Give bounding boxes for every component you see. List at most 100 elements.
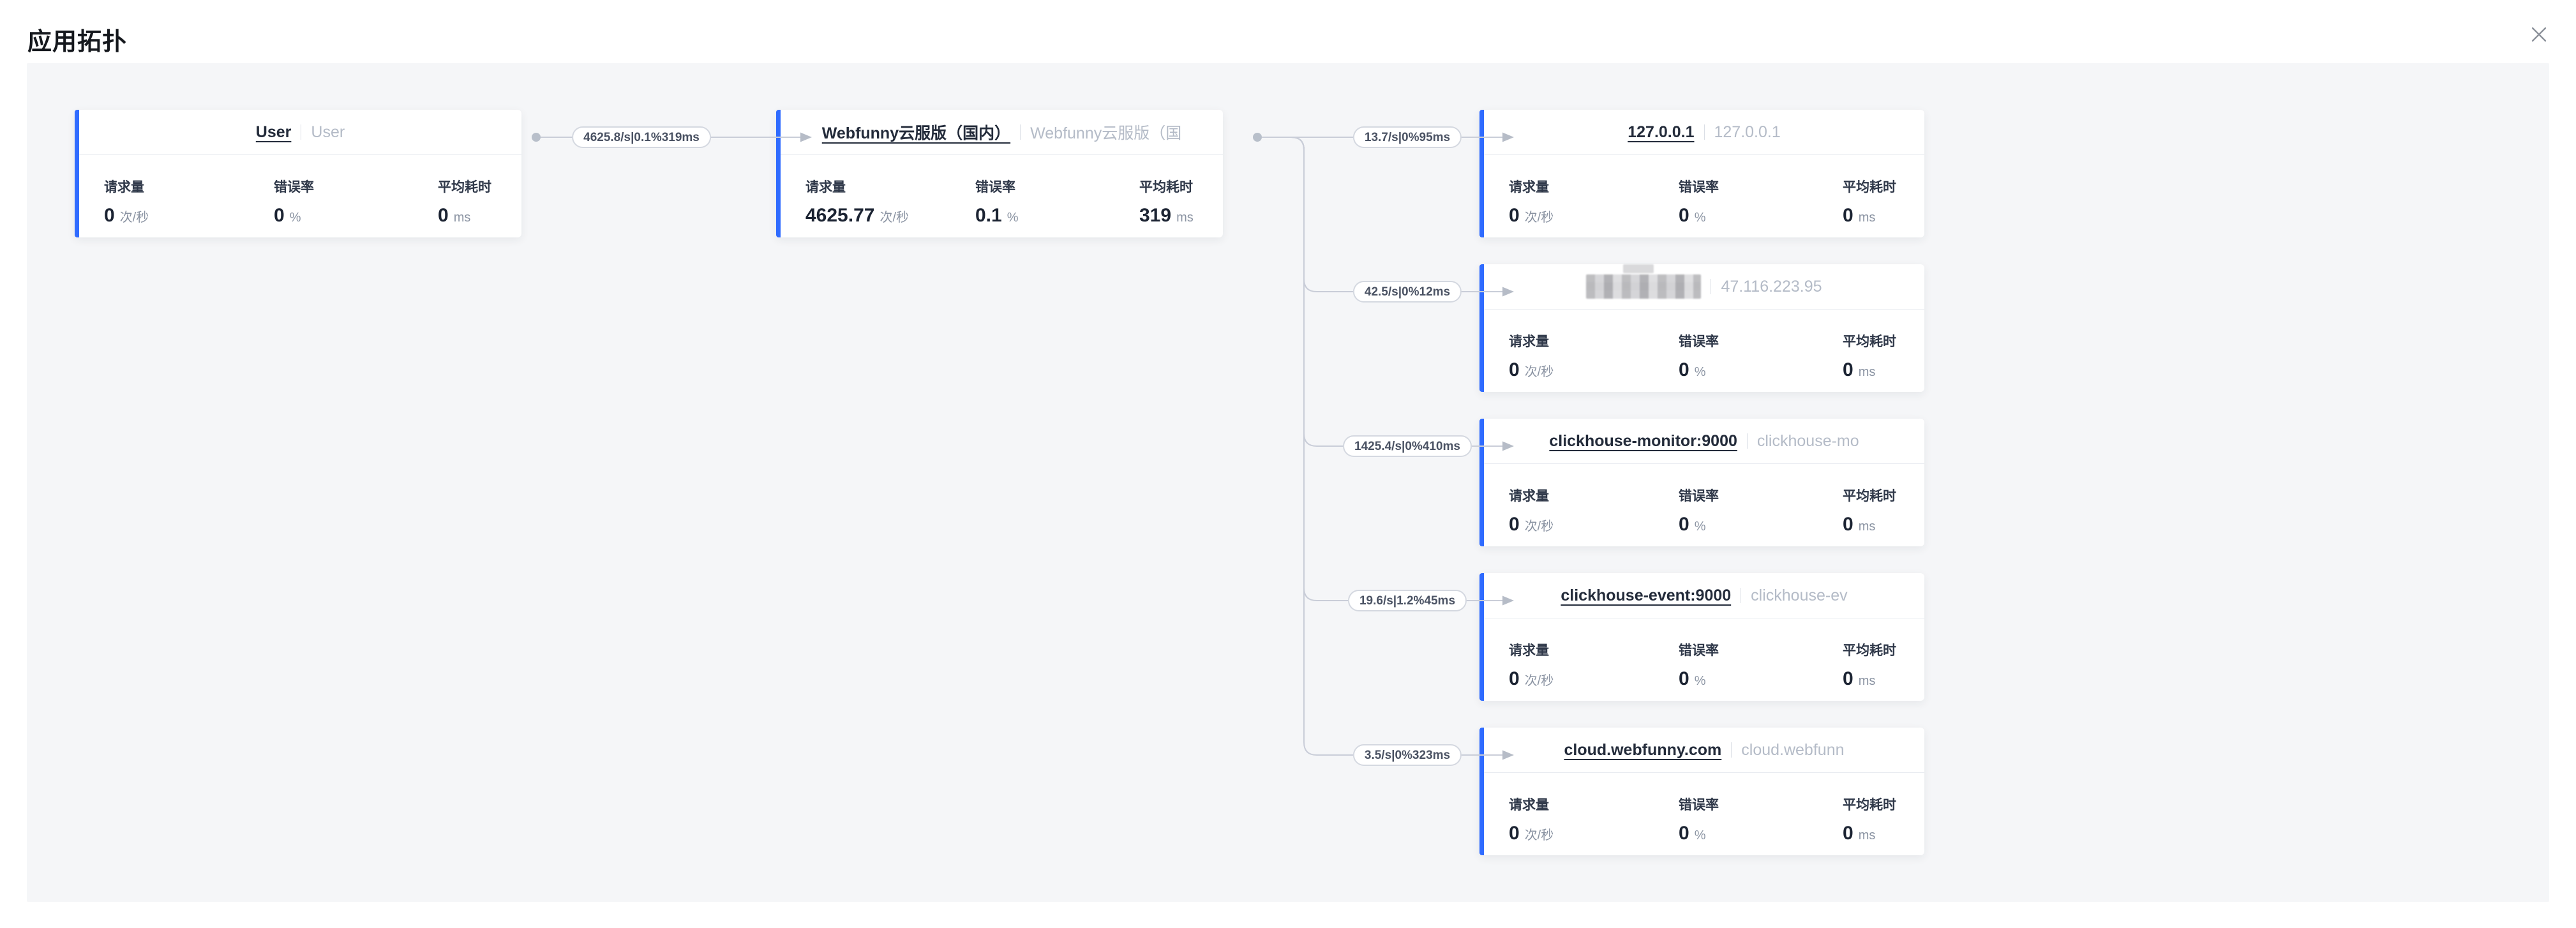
metric-value: 4625.77 [805,205,875,226]
metric-unit: 次/秒 [1524,211,1554,225]
metric-label: 错误率 [1679,334,1719,349]
node-card-clickhouse-event[interactable]: clickhouse-event:9000 clickhouse-ev 请求量 … [1479,573,1924,701]
metric-unit: ms [1858,828,1876,842]
node-title-row: 47.116.223.95 [1479,264,1924,310]
metric-unit: % [1007,211,1019,225]
node-name-link[interactable]: 127.0.0.1 [1628,123,1695,141]
metric-error-rate: 错误率 0% [1679,640,1843,690]
metric-label: 平均耗时 [1139,180,1193,195]
node-alias: User [311,123,345,141]
node-accent-bar [1479,110,1484,237]
metric-value: 0.1 [975,205,1002,226]
metric-unit: % [289,211,301,225]
title-divider [1746,433,1748,449]
metric-value: 0 [1509,514,1520,535]
metric-value: 0 [1679,668,1689,689]
metric-label: 平均耗时 [1843,489,1896,504]
metric-label: 错误率 [975,180,1015,195]
metric-label: 平均耗时 [438,180,491,195]
node-title-row: Webfunny云服版（国内） Webfunny云服版（国 [776,110,1223,155]
metric-error-rate: 错误率 0% [1679,177,1843,227]
title-divider [1731,742,1732,758]
title-divider [1020,124,1021,140]
metric-label: 平均耗时 [1843,334,1896,349]
metric-value: 0 [1843,359,1853,380]
metric-value: 0 [104,205,115,226]
metric-avg-time: 平均耗时 0 ms [1843,331,1912,381]
node-name-link[interactable]: cloud.webfunny.com [1564,740,1722,759]
metric-label: 错误率 [1679,643,1719,658]
node-title-row: User User [75,110,521,155]
metric-label: 请求量 [805,180,846,195]
metric-unit: % [1694,520,1706,534]
metric-value: 319 [1139,205,1172,226]
metric-unit: 次/秒 [1524,674,1554,688]
metric-unit: 次/秒 [1524,828,1554,842]
node-accent-bar [1479,728,1484,855]
metric-label: 请求量 [1509,489,1549,504]
node-name-link[interactable]: clickhouse-monitor:9000 [1549,431,1737,450]
node-accent-bar [776,110,781,237]
metric-value: 0 [1843,823,1853,844]
metric-label: 请求量 [104,180,144,195]
node-alias: cloud.webfunn [1741,740,1845,759]
edge-label-pill: 1425.4/s|0%410ms [1343,435,1472,457]
node-card-clickhouse-monitor[interactable]: clickhouse-monitor:9000 clickhouse-mo 请求… [1479,419,1924,546]
metric-unit: 次/秒 [119,211,149,225]
node-title-row: 127.0.0.1 127.0.0.1 [1479,110,1924,155]
node-alias: 47.116.223.95 [1721,277,1822,296]
metric-error-rate: 错误率 0% [274,177,438,227]
node-accent-bar [1479,419,1484,546]
node-alias: Webfunny云服版（国 [1030,124,1182,142]
node-title-row: clickhouse-event:9000 clickhouse-ev [1479,573,1924,618]
node-card-webfunny-app[interactable]: Webfunny云服版（国内） Webfunny云服版（国 请求量 4625.7… [776,110,1223,237]
node-name-link[interactable]: User [255,123,292,141]
metric-unit: ms [1858,674,1876,688]
node-accent-bar [1479,264,1484,392]
node-name-link[interactable]: Webfunny云服版（国内） [821,124,1011,142]
metric-value: 0 [1843,514,1853,535]
metric-unit: % [1694,828,1706,842]
metric-label: 请求量 [1509,643,1549,658]
metric-error-rate: 错误率 0% [1679,331,1843,381]
censored-node-name [1586,264,1702,299]
node-alias: 127.0.0.1 [1714,123,1781,141]
metric-value: 0 [1679,823,1689,844]
node-name-link[interactable]: clickhouse-event:9000 [1561,586,1732,604]
node-title-row: clickhouse-monitor:9000 clickhouse-mo [1479,419,1924,464]
metric-error-rate: 错误率 0% [1679,795,1843,844]
metric-unit: % [1694,674,1706,688]
close-button[interactable] [2527,23,2550,46]
node-alias: clickhouse-ev [1751,586,1848,604]
metric-error-rate: 错误率 0.1% [975,177,1139,227]
metric-value: 0 [274,205,285,226]
metric-value: 0 [1843,668,1853,689]
metric-unit: ms [1858,365,1876,379]
metric-requests: 请求量 0 次/秒 [104,177,274,227]
metric-value: 0 [1679,514,1689,535]
metric-value: 0 [1679,205,1689,226]
metric-unit: ms [453,211,471,225]
edge-label-pill: 4625.8/s|0.1%319ms [572,126,711,148]
metric-label: 平均耗时 [1843,643,1896,658]
metric-unit: 次/秒 [1524,520,1554,534]
metric-label: 请求量 [1509,334,1549,349]
page-title: 应用拓扑 [27,29,128,56]
